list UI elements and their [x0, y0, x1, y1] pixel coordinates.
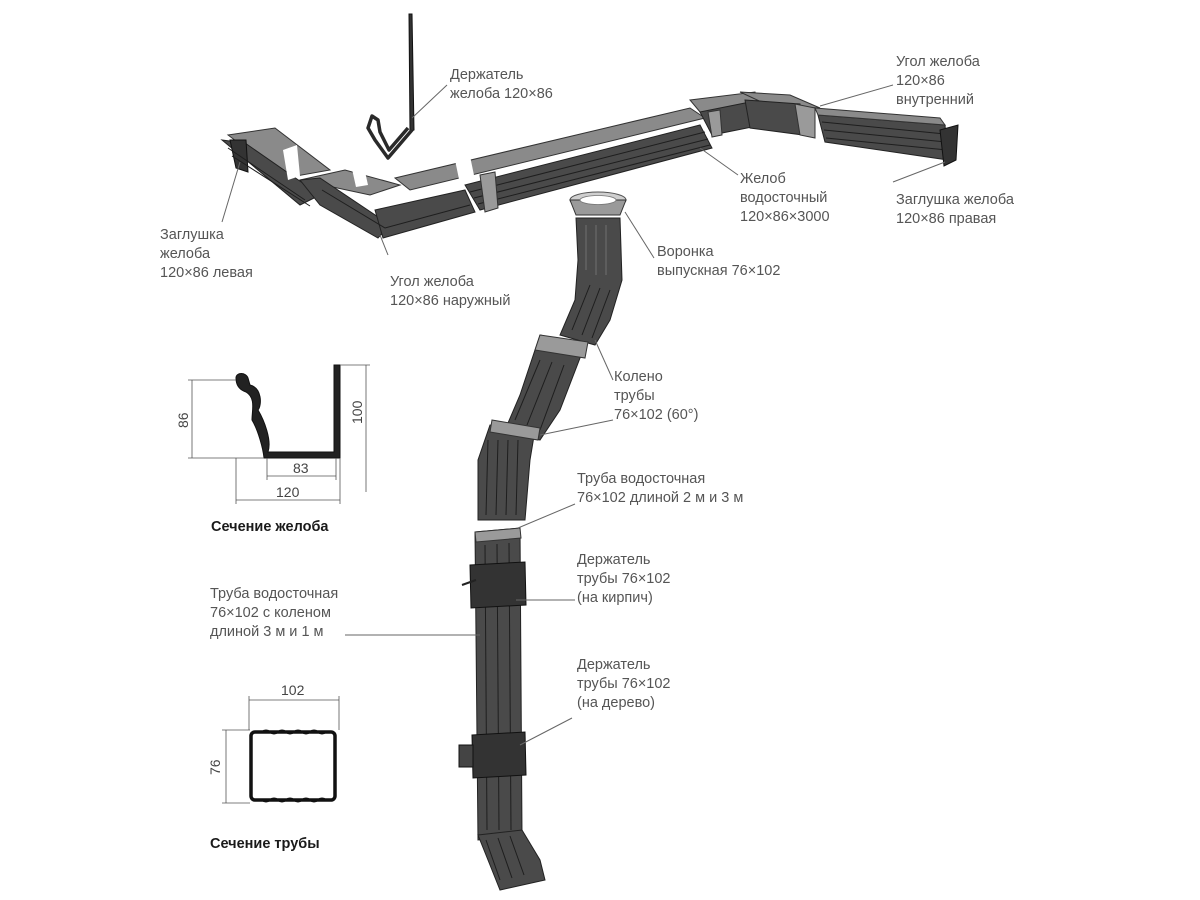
label-line: (на дерево): [577, 695, 655, 711]
label-downpipe-with-elbow: Труба водосточная 76×102 с коленом длино…: [210, 586, 338, 640]
pipe-outlet-elbow: [477, 829, 546, 891]
label-line: желоба 120×86: [450, 86, 553, 102]
dim-gutter-120: 120: [276, 484, 300, 500]
dim-gutter-100: 100: [349, 400, 365, 424]
label-line: 76×102 длиной 2 м и 3 м: [577, 490, 743, 506]
label-bracket-brick: Держатель трубы 76×102 (на кирпич): [577, 552, 671, 606]
label-line: Угол желоба: [390, 274, 475, 290]
label-line: Угол желоба: [896, 54, 981, 70]
label-line: Воронка: [657, 244, 715, 260]
label-line: трубы 76×102: [577, 676, 671, 692]
label-line: 76×102 с коленом: [210, 605, 331, 621]
label-line: длиной 3 м и 1 м: [210, 624, 324, 640]
label-line: Держатель: [577, 552, 650, 568]
label-gutter-holder: Держатель желоба 120×86: [450, 67, 553, 102]
label-line: 120×86 левая: [160, 265, 253, 281]
leader-lines: [221, 84, 946, 746]
outer-corner-front: [374, 189, 476, 239]
label-line: Труба водосточная: [577, 471, 705, 487]
dim-pipe-76: 76: [207, 759, 223, 775]
gutter-profile: [235, 364, 341, 459]
end-cap-right-part: [939, 124, 959, 167]
gutter-assembly: [220, 91, 959, 239]
gutter-section-caption: Сечение желоба: [211, 519, 329, 535]
label-bracket-wood: Держатель трубы 76×102 (на дерево): [577, 657, 671, 711]
pipe-profile: [249, 730, 337, 802]
label-end-cap-left: Заглушка желоба 120×86 левая: [160, 227, 253, 281]
pipe-section-caption: Сечение трубы: [210, 836, 320, 852]
label-elbow: Колено трубы 76×102 (60°): [614, 369, 698, 423]
label-outer-corner: Угол желоба 120×86 наружный: [390, 274, 510, 309]
downpipe-assembly: [458, 191, 627, 891]
label-line: внутренний: [896, 92, 974, 108]
bracket-brick-part: [469, 561, 527, 609]
label-line: 120×86: [896, 73, 945, 89]
label-line: водосточный: [740, 190, 827, 206]
label-line: Желоб: [740, 171, 786, 187]
label-downpipe: Труба водосточная 76×102 длиной 2 м и 3 …: [577, 471, 743, 506]
label-outlet: Воронка выпускная 76×102: [657, 244, 780, 279]
gutter-holder-part: [366, 13, 415, 160]
label-line: 120×86×3000: [740, 209, 830, 225]
pipe-section-drawing: 102 76 Сечение трубы: [207, 682, 340, 852]
outer-corner-inside: [299, 169, 402, 196]
dim-gutter-83: 83: [293, 460, 309, 476]
label-line: Заглушка желоба: [896, 192, 1015, 208]
label-line: 120×86 правая: [896, 211, 996, 227]
label-gutter: Желоб водосточный 120×86×3000: [740, 171, 830, 225]
label-line: 76×102 (60°): [614, 407, 698, 423]
label-line: Держатель: [577, 657, 650, 673]
label-line: Держатель: [450, 67, 523, 83]
upper-elbow: [559, 217, 623, 346]
gutter-section-drawing: 86 100 83 120 Сечение желоба: [175, 364, 370, 535]
label-line: трубы: [614, 388, 655, 404]
label-line: выпускная 76×102: [657, 263, 780, 279]
label-end-cap-right: Заглушка желоба 120×86 правая: [896, 192, 1015, 227]
label-line: Колено: [614, 369, 663, 385]
label-inner-corner: Угол желоба 120×86 внутренний: [896, 54, 981, 108]
label-line: 120×86 наружный: [390, 293, 510, 309]
gutter-connector: [479, 171, 499, 213]
dim-pipe-102: 102: [281, 682, 305, 698]
label-line: Заглушка: [160, 227, 225, 243]
inner-corner-part: [744, 99, 804, 136]
label-line: (на кирпич): [577, 590, 653, 606]
label-line: желоба: [160, 246, 211, 262]
label-line: трубы 76×102: [577, 571, 671, 587]
dim-gutter-86: 86: [175, 412, 191, 428]
label-line: Труба водосточная: [210, 586, 338, 602]
bracket-wood-part: [471, 731, 527, 779]
